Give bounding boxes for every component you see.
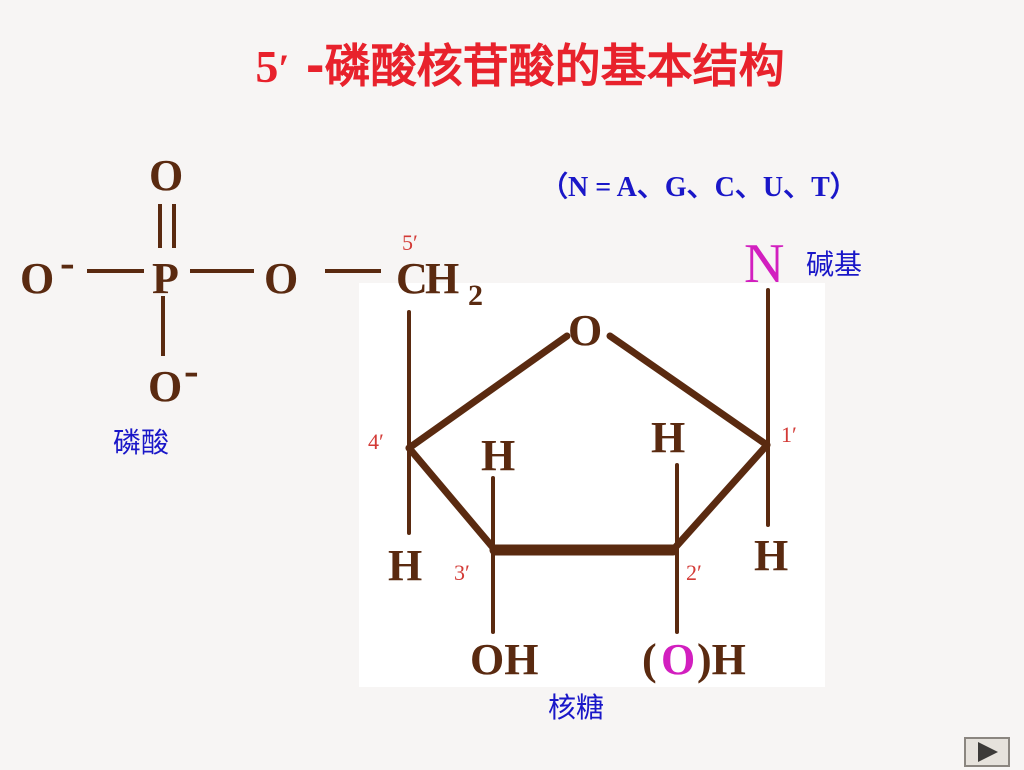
atom-o-bridge: O (264, 254, 298, 303)
atom-h-c2: H (651, 413, 685, 462)
c1-c2-bond (669, 441, 771, 554)
charge-minus-bottom: - (184, 346, 199, 395)
atom-base-n: N (744, 233, 784, 295)
c4-o-bond (405, 332, 571, 452)
atom-h-c1: H (754, 531, 788, 580)
prime-1: 1′ (781, 422, 797, 447)
atom-ring-o: O (568, 306, 602, 355)
label-ribose: 核糖 (548, 691, 604, 724)
atom-o-c2: O (661, 635, 695, 684)
prime-2: 2′ (686, 560, 702, 585)
base-options-note: （N = A、G、C、U、T） (540, 170, 858, 203)
title-prime: ′ (278, 46, 290, 91)
atom-o-bottom: O (148, 362, 182, 411)
o-c1-bond (606, 332, 771, 449)
atom-h-c4: H (388, 541, 422, 590)
atom-o-left: O (20, 254, 54, 303)
atom-c5: C (396, 254, 428, 303)
subscript-2: 2 (468, 279, 483, 312)
atom-o-top: O (149, 151, 183, 200)
charge-minus-left: - (60, 238, 75, 287)
play-triangle-icon (978, 742, 998, 762)
prime-4: 4′ (368, 429, 384, 454)
prime-3: 3′ (454, 560, 470, 585)
page-title: 5′ -磷酸核苷酸的基本结构 (0, 30, 1024, 96)
label-base: 碱基 (806, 248, 862, 281)
phosphate-bonds (87, 204, 381, 356)
paren-open: ( (642, 635, 657, 684)
title-number: 5 (255, 41, 279, 92)
atom-h-ch2: H (425, 254, 459, 303)
ribose-bonds (405, 288, 771, 634)
atom-p: P (152, 254, 179, 303)
next-slide-button[interactable] (964, 737, 1010, 767)
atom-oh-c3: OH (470, 635, 538, 684)
title-text: -磷酸核苷酸的基本结构 (289, 39, 785, 93)
atom-h-c3: H (481, 431, 515, 480)
paren-close-h: )H (697, 635, 746, 684)
prime-5: 5′ (402, 230, 418, 255)
c3-c4-bond (405, 444, 499, 554)
label-phosphate: 磷酸 (113, 426, 169, 459)
